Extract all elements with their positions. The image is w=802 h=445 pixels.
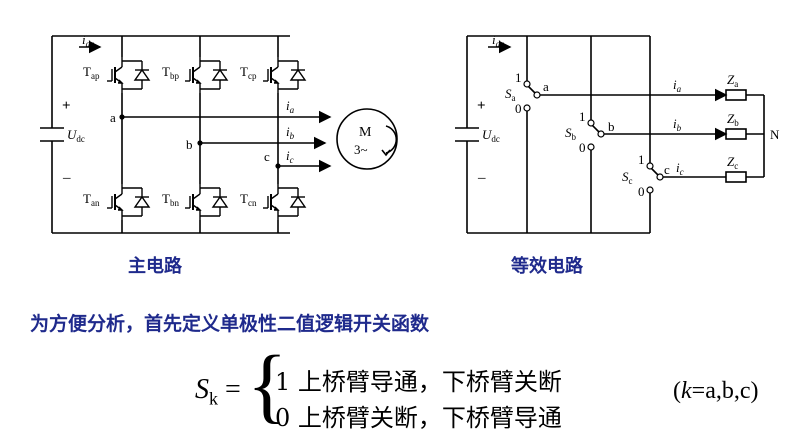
main-plus-sign: +: [62, 98, 71, 114]
switch-function-formula: Sk = { 1 上桥臂导通，下桥臂关断 0 上桥臂关断，下桥臂导通 (k=a,…: [195, 344, 795, 442]
main-circuit-caption: 主电路: [128, 256, 182, 277]
igbt-switches: [107, 57, 307, 220]
node-dot-a: [119, 114, 125, 120]
label-tcp: Tcp: [240, 64, 257, 81]
motor-rotation-arrowhead: [381, 149, 391, 157]
igbt-a-lower: [107, 184, 151, 220]
main-ic-label: ic: [286, 148, 294, 165]
igbt-b-upper: [185, 57, 229, 93]
label-tan: Tan: [83, 191, 100, 208]
label-tcn: Tcn: [240, 191, 257, 208]
main-node-b-label: b: [186, 137, 193, 152]
switch-a-one: 1: [515, 70, 522, 85]
eq-node-b: b: [608, 119, 615, 134]
formula-case-1: 1 上桥臂导通，下桥臂关断: [275, 368, 562, 396]
motor-label-3phase: 3~: [354, 142, 368, 157]
label-tap: Tap: [83, 64, 100, 81]
switch-a-zero: 0: [515, 101, 522, 116]
zc-label: Zc: [727, 154, 738, 171]
main-labels: idc + – Udc Tap Tbp Tcp Tan Tbn Tcn a b …: [62, 32, 372, 208]
impedance-zb: [725, 128, 747, 140]
equivalent-circuit: [455, 35, 765, 234]
switch-c-zero: 0: [638, 184, 645, 199]
eq-plus-sign: +: [477, 98, 486, 114]
main-node-a-label: a: [110, 110, 116, 125]
eq-node-c: c: [664, 162, 670, 177]
contact-a-top: [523, 80, 531, 88]
main-node-c-label: c: [264, 149, 270, 164]
contact-b-mid: [597, 130, 605, 138]
contact-b-top: [587, 119, 595, 127]
main-ia-label: ia: [286, 98, 295, 115]
eq-node-a: a: [543, 79, 549, 94]
formula-condition: (k=a,b,c): [673, 378, 759, 404]
impedance-zc: [725, 171, 747, 183]
switch-b-zero: 0: [579, 140, 586, 155]
eq-udc-label: Udc: [482, 127, 500, 144]
node-dot-b: [197, 140, 203, 146]
formula-equals: =: [218, 374, 241, 405]
impedance-za: [725, 89, 747, 101]
node-dot-c: [275, 163, 281, 169]
switch-contacts: [523, 80, 664, 194]
switch-b-one: 1: [579, 109, 586, 124]
formula-case-2: 0 上桥臂关断，下桥臂导通: [275, 404, 562, 432]
formula-lhs: Sk =: [195, 374, 241, 410]
switch-a-label: Sa: [505, 86, 516, 103]
eq-minus-sign: –: [477, 170, 486, 186]
contact-c-bottom: [646, 186, 654, 194]
formula-subscript: k: [209, 388, 218, 409]
eq-ia-label: ia: [673, 77, 682, 94]
formula-brace: {: [247, 339, 288, 432]
label-tbp: Tbp: [162, 64, 179, 81]
contact-c-top: [646, 162, 654, 170]
igbt-c-lower: [263, 184, 307, 220]
main-udc-label: Udc: [67, 127, 85, 144]
igbt-a-upper: [107, 57, 151, 93]
contact-a-mid: [533, 91, 541, 99]
motor-label-m: M: [359, 125, 372, 140]
section-heading: 为方便分析，首先定义单极性二值逻辑开关函数: [30, 313, 430, 335]
eq-ib-label: ib: [673, 116, 682, 133]
switch-b-label: Sb: [565, 125, 577, 142]
igbt-b-lower: [185, 184, 229, 220]
eq-labels: idc + – Udc 1 0 Sa a 1 0 Sb b 1 0 Sc c i…: [477, 32, 780, 199]
neutral-label: N: [770, 127, 780, 142]
switch-c-one: 1: [638, 152, 645, 167]
zb-label: Zb: [727, 111, 739, 128]
contact-b-bottom: [587, 143, 595, 151]
igbt-c-upper: [263, 57, 307, 93]
formula-symbol: S: [195, 374, 209, 405]
equivalent-circuit-caption: 等效电路: [511, 256, 583, 277]
switch-c-label: Sc: [622, 169, 633, 186]
eq-idc-label: idc: [492, 32, 504, 49]
label-tbn: Tbn: [162, 191, 179, 208]
main-node-dots: [119, 114, 281, 169]
za-label: Za: [727, 72, 738, 89]
contact-c-mid: [656, 173, 664, 181]
eq-ic-label: ic: [676, 160, 684, 177]
contact-a-bottom: [523, 104, 531, 112]
main-minus-sign: –: [62, 170, 71, 186]
main-ib-label: ib: [286, 124, 295, 141]
main-idc-label: idc: [82, 32, 94, 49]
